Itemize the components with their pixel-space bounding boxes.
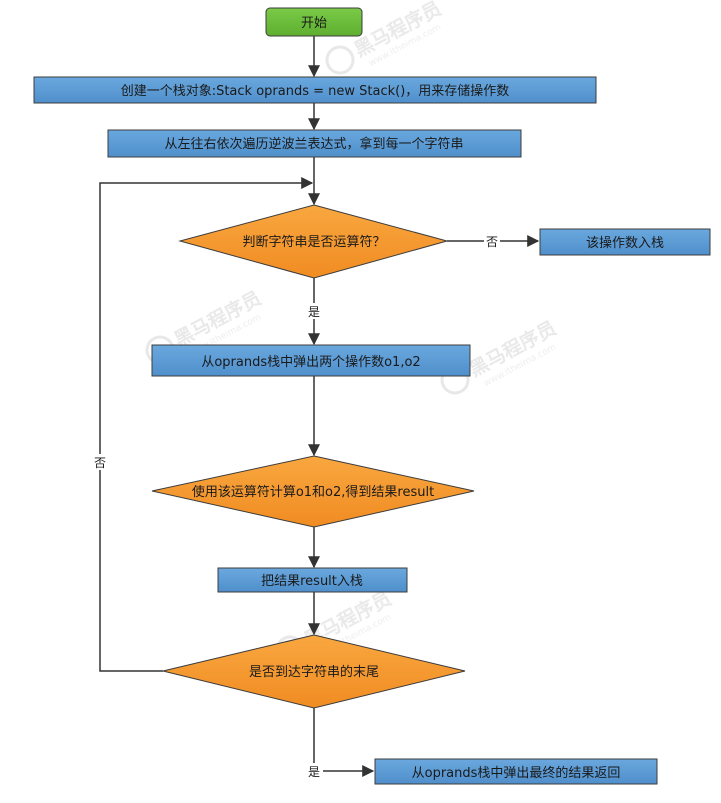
svg-text:开始: 开始 bbox=[301, 16, 327, 31]
svg-text:该操作数入栈: 该操作数入栈 bbox=[586, 235, 664, 251]
node-push-result: 把结果result入栈 bbox=[217, 567, 408, 593]
svg-text:从oprands栈中弹出两个操作数o1,o2: 从oprands栈中弹出两个操作数o1,o2 bbox=[201, 354, 420, 370]
svg-text:从oprands栈中弹出最终的结果返回: 从oprands栈中弹出最终的结果返回 bbox=[412, 765, 621, 781]
node-pop-two: 从oprands栈中弹出两个操作数o1,o2 bbox=[151, 344, 471, 377]
edge-labels: 否 是 否 是 bbox=[92, 233, 500, 779]
edge-label-yes-end: 是 bbox=[308, 765, 320, 779]
node-start: 开始 bbox=[265, 7, 363, 37]
edge-yes-to-final bbox=[313, 708, 375, 777]
node-traverse: 从左往右依次遍历逆波兰表达式，拿到每一个字符串 bbox=[107, 129, 522, 158]
edge-label-no-loop: 否 bbox=[94, 456, 106, 470]
node-push-operand: 该操作数入栈 bbox=[539, 228, 711, 256]
edge-label-yes-operator: 是 bbox=[308, 305, 320, 319]
svg-text:创建一个栈对象:Stack oprands = new St: 创建一个栈对象:Stack oprands = new Stack()，用来存储… bbox=[121, 83, 510, 99]
svg-text:判断字符串是否运算符？: 判断字符串是否运算符？ bbox=[242, 234, 385, 250]
node-compute: 使用该运算符计算o1和o2,得到结果result bbox=[151, 455, 475, 528]
node-is-end: 是否到达字符串的末尾 bbox=[162, 634, 466, 709]
edge-loop-back bbox=[99, 177, 314, 672]
node-is-operator: 判断字符串是否运算符？ bbox=[178, 204, 449, 279]
node-pop-final: 从oprands栈中弹出最终的结果返回 bbox=[374, 758, 658, 785]
svg-text:从左往右依次遍历逆波兰表达式，拿到每一个字符串: 从左往右依次遍历逆波兰表达式，拿到每一个字符串 bbox=[164, 136, 463, 152]
svg-text:把结果result入栈: 把结果result入栈 bbox=[261, 574, 363, 589]
svg-text:是否到达字符串的末尾: 是否到达字符串的末尾 bbox=[249, 664, 379, 680]
svg-text:使用该运算符计算o1和o2,得到结果result: 使用该运算符计算o1和o2,得到结果result bbox=[192, 484, 434, 500]
node-create-stack: 创建一个栈对象:Stack oprands = new Stack()，用来存储… bbox=[33, 76, 597, 104]
edge-label-no-operand: 否 bbox=[486, 235, 498, 249]
